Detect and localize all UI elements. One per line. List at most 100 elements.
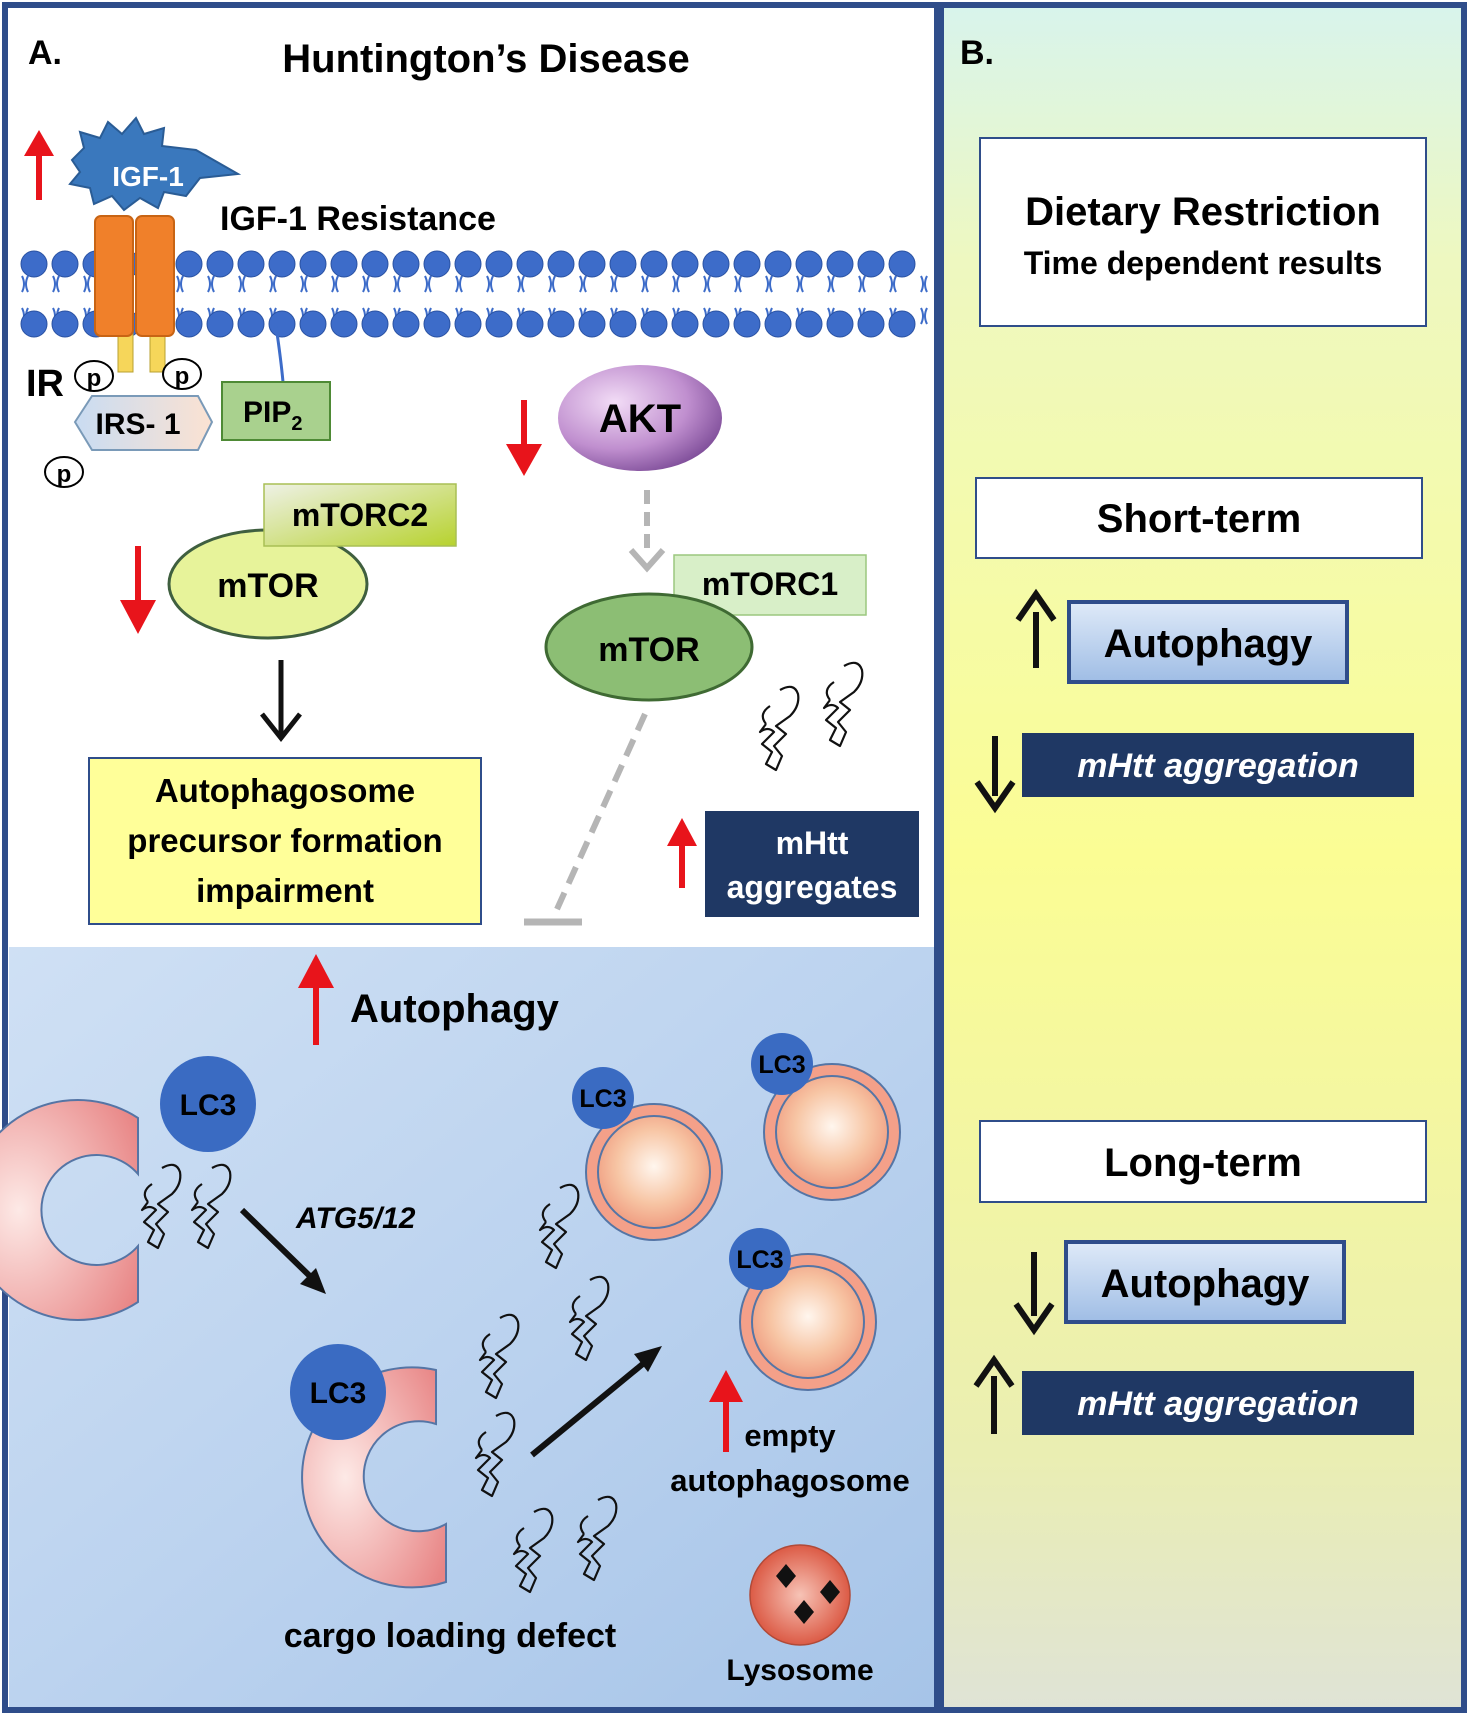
long-term-mhtt-label: mHtt aggregation xyxy=(1077,1385,1358,1423)
empty-autophagosome-up-arrow xyxy=(709,1370,743,1452)
lipid-head xyxy=(423,310,451,338)
lipid-head xyxy=(888,250,916,278)
lipid-head xyxy=(237,310,265,338)
lipid-head xyxy=(888,310,916,338)
mhtt-aggregate-glyph xyxy=(140,1163,182,1250)
long-term-autophagy-box xyxy=(1064,1240,1346,1324)
lipid-head xyxy=(733,310,761,338)
lipid-head xyxy=(330,310,358,338)
mtor-right-ellipse xyxy=(544,592,754,702)
lipid-head xyxy=(826,310,854,338)
lipid-head xyxy=(175,250,203,278)
lipid-head xyxy=(516,310,544,338)
short-term-label: Short-term xyxy=(1097,497,1301,541)
lipid-head xyxy=(20,250,48,278)
lipid-head xyxy=(764,250,792,278)
lipid-head xyxy=(578,310,606,338)
lysosome-label: Lysosome xyxy=(726,1654,873,1687)
lc3-badge-2: LC3 xyxy=(290,1344,386,1440)
ir-label: IR xyxy=(26,363,64,405)
lipid-head xyxy=(795,250,823,278)
short-term-mhtt-label: mHtt aggregation xyxy=(1077,747,1358,785)
precursor-line3: impairment xyxy=(196,872,374,909)
lipid-head xyxy=(826,250,854,278)
dr-title: Dietary Restriction xyxy=(1025,190,1381,234)
short-term-box xyxy=(975,477,1423,559)
lc3-badge-4: LC3 xyxy=(751,1033,813,1095)
lipid-head xyxy=(268,250,296,278)
lipid-head xyxy=(392,310,420,338)
autophagosome-2 xyxy=(763,1063,901,1201)
mhtt-aggregates-box xyxy=(705,811,919,917)
svg-text:p: p xyxy=(57,461,72,488)
panel-a-title: Huntington’s Disease xyxy=(282,37,689,81)
short-term-mhtt-box xyxy=(1022,733,1414,797)
mhtt-aggregate-glyph xyxy=(568,1275,610,1362)
panel-a-letter: A. xyxy=(28,34,62,72)
lipid-head xyxy=(299,250,327,278)
svg-text:p: p xyxy=(87,365,102,392)
lipid-head xyxy=(361,250,389,278)
igf1-resistance-label: IGF-1 Resistance xyxy=(220,200,496,238)
mhtt-squiggles xyxy=(140,661,864,1594)
mhtt-aggregate-glyph xyxy=(190,1163,232,1250)
phospho-p-left: p xyxy=(74,360,114,392)
phospho-p-right: p xyxy=(162,358,202,390)
lipid-head xyxy=(51,310,79,338)
mhtt-aggregate-glyph xyxy=(758,685,800,772)
mhtt-aggregate-glyph xyxy=(478,1313,520,1400)
lipid-head xyxy=(20,310,48,338)
short-term-autophagy-label: Autophagy xyxy=(1104,622,1314,666)
lipid-head xyxy=(609,310,637,338)
lipid-head xyxy=(423,250,451,278)
long-term-box xyxy=(979,1120,1427,1203)
akt-ellipse xyxy=(558,365,722,471)
irs1-box xyxy=(73,395,214,451)
lipid-head xyxy=(299,310,327,338)
atg-arrow xyxy=(239,1207,326,1294)
lipid-head xyxy=(175,310,203,338)
lipid-head xyxy=(361,310,389,338)
long-term-mhtt-box xyxy=(1022,1371,1414,1435)
mtor-right-label: mTOR xyxy=(598,631,699,669)
dr-subtitle: Time dependent results xyxy=(1024,245,1383,281)
long-term-mhtt-up-arrow xyxy=(973,1354,1015,1434)
precursor-line2: precursor formation xyxy=(127,822,442,859)
igf1-starburst xyxy=(68,116,242,212)
mtorc1-label: mTORC1 xyxy=(702,566,838,602)
lipid-head xyxy=(671,310,699,338)
short-term-autophagy-up-arrow xyxy=(1015,588,1057,668)
lipid-head xyxy=(671,250,699,278)
akt-to-mtorc1-dashed-arrow xyxy=(628,490,666,573)
lipid-head xyxy=(516,250,544,278)
lipid-head xyxy=(206,310,234,338)
lipid-head xyxy=(578,250,606,278)
empty-autophagosome-line2: autophagosome xyxy=(670,1463,909,1498)
mtorc2-down-arrow xyxy=(120,546,156,634)
lipid-head xyxy=(640,310,668,338)
svg-text:LC3: LC3 xyxy=(736,1246,783,1274)
lc3-badge-5: LC3 xyxy=(729,1228,791,1290)
mtorc2-label: mTORC2 xyxy=(292,497,428,533)
mhtt-aggregate-glyph xyxy=(474,1411,516,1498)
irs1-label: IRS- 1 xyxy=(95,408,180,441)
cargo-defect-label: cargo loading defect xyxy=(284,1617,617,1655)
lipid-head xyxy=(857,310,885,338)
lipid-head xyxy=(392,250,420,278)
short-term-autophagy-box xyxy=(1067,600,1349,684)
lc3-badge-1: LC3 xyxy=(160,1056,256,1152)
panel-b-frame xyxy=(938,2,1467,1713)
mtor-to-precursor-arrow xyxy=(260,660,302,743)
dr-box xyxy=(979,137,1427,327)
panel-b-letter: B. xyxy=(960,34,994,72)
lipid-head xyxy=(795,310,823,338)
lipid-head xyxy=(454,250,482,278)
lc3-badge-3: LC3 xyxy=(572,1067,634,1129)
mtor-left-label: mTOR xyxy=(217,567,318,605)
lipid-head xyxy=(485,310,513,338)
autophagy-label: Autophagy xyxy=(350,987,560,1031)
lipid-head xyxy=(485,250,513,278)
empty-autophagosome-line1: empty xyxy=(744,1418,836,1453)
igf1-up-arrow xyxy=(24,130,54,200)
